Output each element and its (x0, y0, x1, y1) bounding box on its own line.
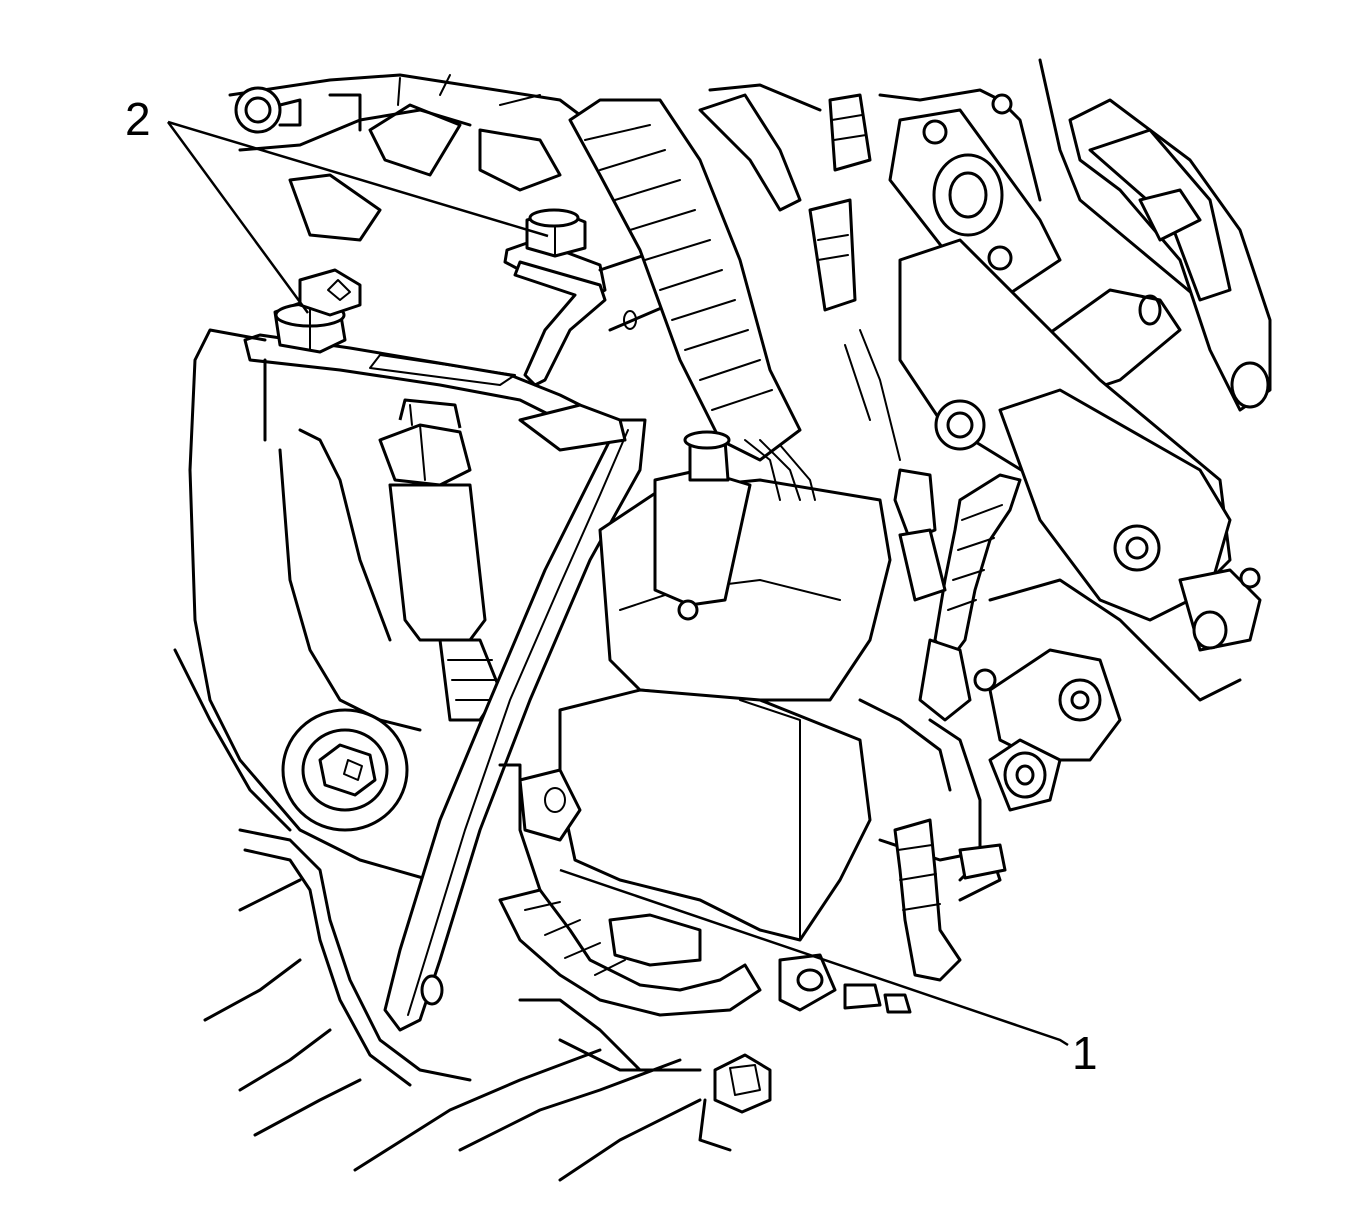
right-block (898, 238, 1262, 652)
lower-manifold (203, 828, 702, 1182)
callout-label-1: 1 (1072, 1027, 1098, 1079)
ignition-coil-module (498, 430, 952, 942)
leader-1 (559, 868, 1069, 1047)
fuel-fitting (378, 398, 502, 722)
bottom-bolt (698, 1053, 772, 1152)
right-harness (918, 473, 1022, 722)
callout-label-2: 2 (125, 93, 151, 145)
ignition-bracket (383, 403, 647, 1032)
connector-clip (808, 93, 872, 312)
upper-engine-block (228, 73, 602, 242)
lower-right-housing (878, 578, 1242, 902)
left-engine-cover (173, 328, 432, 882)
right-flange-plate (878, 88, 1062, 302)
coil-harness (844, 329, 962, 982)
bracket-bolt-front (273, 268, 362, 354)
callout-leaders (166, 120, 1069, 1047)
leader-2a (167, 120, 549, 238)
wiring-conduit (568, 83, 822, 462)
leader-2b (166, 121, 310, 314)
lower-pipe (498, 888, 912, 1017)
lower-left-bolt (281, 708, 409, 832)
